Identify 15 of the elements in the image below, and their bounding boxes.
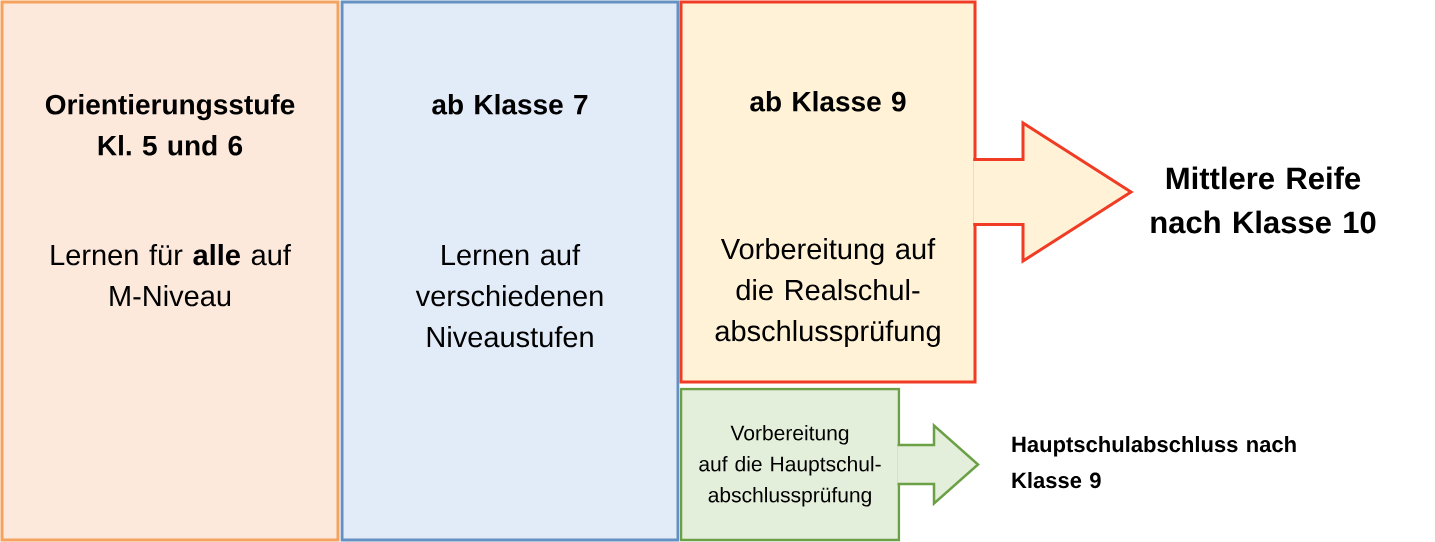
column-panel (340, 0, 680, 542)
body-text: Vorbereitung auf die Hauptschul- abschlussprüfung (699, 425, 881, 507)
body-text: Vorbereitung auf die Realschul- abschlussprüfung (715, 238, 940, 348)
outcome-label: Hauptschulabschluss nach Klasse 9 (1012, 436, 1296, 489)
stage-box (679, 0, 977, 384)
stage-box (679, 387, 901, 542)
heading: Orientierungsstufe Kl. 5 und 6 (45, 94, 295, 156)
block-arrow (896, 422, 980, 507)
heading: ab Klasse 7 (432, 94, 588, 115)
column-panel (0, 0, 340, 542)
body-text: Lernen für alle auf M-Niveau (51, 244, 291, 307)
block-arrow (971, 120, 1134, 264)
outcome-label: Mittlere Reife nach Klasse 10 (1151, 166, 1376, 234)
heading: ab Klasse 9 (750, 91, 906, 112)
body-text: Lernen auf verschiedenen Niveaustufen (415, 244, 603, 348)
